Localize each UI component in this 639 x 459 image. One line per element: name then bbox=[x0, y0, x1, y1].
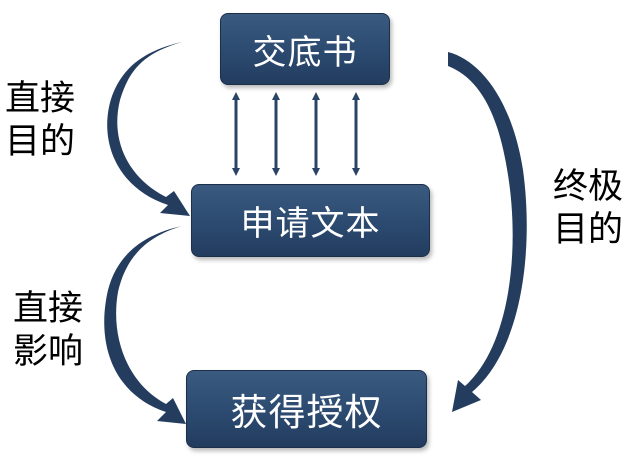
ultimate-purpose-line-2: 目的 bbox=[553, 210, 624, 250]
application-text-label: 申请文本 bbox=[240, 204, 381, 244]
curved-arrow-ultimate-purpose bbox=[448, 52, 527, 412]
disclosure-document-label: 交底书 bbox=[252, 32, 358, 73]
direct-purpose-label: 直接 目的 bbox=[5, 78, 75, 164]
ultimate-purpose-line-1: 终极 bbox=[553, 167, 624, 207]
direct-purpose-line-2: 目的 bbox=[5, 122, 76, 162]
grant-obtained-label: 获得授权 bbox=[230, 391, 383, 434]
direct-influence-label: 直接 影响 bbox=[13, 288, 83, 374]
curved-arrow-direct-influence bbox=[104, 226, 186, 424]
direct-influence-line-1: 直接 bbox=[13, 289, 84, 329]
direct-purpose-line-1: 直接 bbox=[5, 79, 76, 119]
application-text-box: 申请文本 bbox=[191, 184, 430, 257]
ultimate-purpose-label: 终极 目的 bbox=[553, 166, 623, 252]
direct-influence-line-2: 影响 bbox=[13, 332, 84, 372]
grant-obtained-box: 获得授权 bbox=[186, 370, 427, 448]
curved-arrow-direct-purpose bbox=[107, 42, 190, 216]
disclosure-document-box: 交底书 bbox=[220, 13, 390, 85]
